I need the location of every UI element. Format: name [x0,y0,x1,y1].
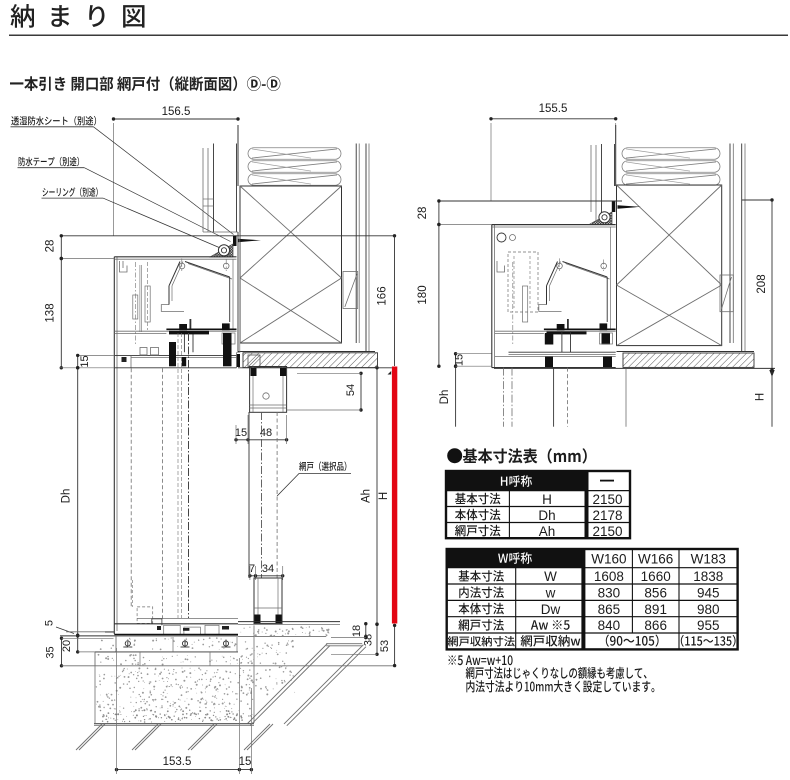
svg-text:Ah: Ah [539,524,556,539]
svg-text:830: 830 [598,586,621,601]
svg-text:20: 20 [61,640,73,652]
svg-text:840: 840 [598,618,621,633]
svg-text:35: 35 [45,646,57,658]
svg-text:856: 856 [644,586,667,601]
svg-text:945: 945 [697,586,720,601]
svg-text:28: 28 [45,240,57,253]
svg-text:15: 15 [79,355,91,367]
svg-text:54: 54 [345,384,357,396]
svg-text:5: 5 [44,620,56,626]
svg-text:208: 208 [756,274,768,293]
svg-text:866: 866 [644,618,667,633]
svg-text:Ah: Ah [361,489,373,503]
svg-text:28: 28 [417,207,429,220]
svg-text:18: 18 [351,625,363,637]
svg-text:15: 15 [454,354,466,366]
svg-text:155.5: 155.5 [539,103,568,115]
svg-text:166: 166 [377,286,389,305]
svg-text:Dh: Dh [538,508,555,523]
svg-text:38: 38 [363,634,375,646]
svg-text:2178: 2178 [592,508,622,523]
svg-text:1660: 1660 [641,569,671,584]
svg-text:W183: W183 [691,551,726,566]
svg-text:Dw: Dw [541,602,561,617]
svg-text:955: 955 [697,618,720,633]
svg-text:W160: W160 [591,551,626,566]
svg-text:15: 15 [239,756,252,768]
svg-text:H: H [755,393,767,401]
svg-text:138: 138 [45,303,57,322]
svg-text:53: 53 [379,640,391,652]
svg-text:W: W [544,569,557,584]
svg-text:W166: W166 [638,551,673,566]
svg-text:891: 891 [644,602,667,617]
svg-text:Dh: Dh [439,390,451,405]
svg-text:48: 48 [260,427,272,439]
svg-text:980: 980 [697,602,720,617]
svg-text:180: 180 [417,285,429,304]
svg-text:34: 34 [262,563,274,575]
svg-text:H: H [542,492,552,507]
svg-text:1838: 1838 [693,569,723,584]
svg-text:2150: 2150 [592,492,622,507]
svg-text:Dh: Dh [61,489,73,504]
svg-text:w: w [545,586,556,601]
svg-text:7: 7 [249,563,255,575]
svg-text:156.5: 156.5 [162,106,191,118]
svg-text:H: H [378,492,390,500]
svg-text:153.5: 153.5 [163,756,192,768]
svg-text:2150: 2150 [592,524,622,539]
svg-text:15: 15 [235,427,247,439]
svg-text:1608: 1608 [594,569,624,584]
svg-text:865: 865 [598,602,621,617]
